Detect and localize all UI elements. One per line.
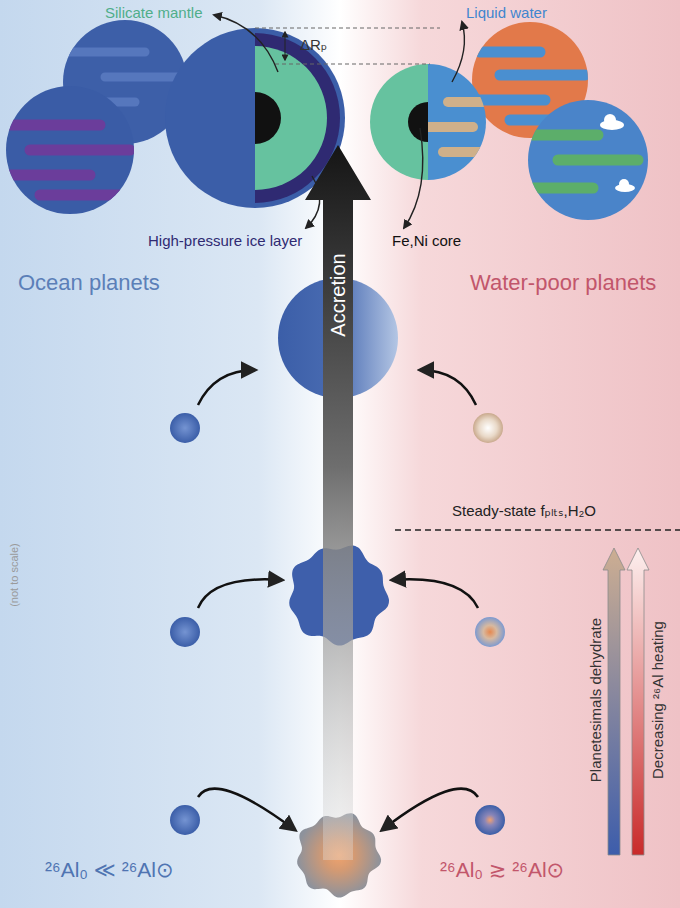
note: Steady-state fₚₗₜₛ,H₂O — [452, 502, 596, 519]
accretion-arrow — [392, 579, 478, 608]
dimension: ΔRₚ — [300, 36, 327, 53]
planetesimal — [170, 413, 200, 443]
condition-label: ²⁶Al₀ ≳ ²⁶Al⊙ — [440, 858, 564, 882]
accretion-arrow — [198, 579, 282, 608]
leader-line — [404, 128, 423, 228]
accretion-arrow — [198, 789, 295, 830]
radius-difference — [255, 28, 440, 64]
planet — [0, 86, 134, 214]
trend-arrow — [603, 548, 625, 855]
trend-label: Planetesimals dehydrate — [587, 618, 604, 782]
part-label: Fe,Ni core — [392, 232, 461, 249]
region-title: Water-poor planets — [470, 270, 656, 295]
cloud — [600, 114, 635, 192]
trend-arrow — [627, 548, 649, 855]
part-label: High-pressure ice layer — [148, 232, 302, 249]
planetesimal — [170, 617, 200, 647]
part-label: Silicate mantle — [105, 4, 203, 21]
planetesimal — [475, 805, 505, 835]
accretion-arrow — [382, 789, 478, 830]
steady-state-line — [395, 529, 680, 531]
trend-label: Decreasing ²⁶Al heating — [649, 621, 666, 779]
leader-line — [452, 22, 464, 82]
condition-label: ²⁶Al₀ ≪ ²⁶Al⊙ — [45, 858, 174, 882]
part-label: Liquid water — [466, 4, 547, 21]
region-band: Ocean planets ²⁶Al₀ ≪ ²⁶Al⊙ — [0, 0, 340, 908]
note: (not to scale) — [8, 543, 21, 607]
water-poor-planet-cutaway — [370, 64, 488, 180]
region-band: Water-poor planets ²⁶Al₀ ≳ ²⁶Al⊙ — [340, 0, 680, 908]
leader-line — [214, 15, 278, 72]
planetesimal — [473, 413, 503, 443]
accretion-arrow-box: Accretion — [305, 145, 371, 860]
region-title: Ocean planets — [18, 270, 160, 295]
accretion-arrow — [198, 370, 255, 405]
planetesimal — [475, 617, 505, 647]
planet — [528, 100, 648, 220]
accretion-arrow-shape — [305, 145, 371, 860]
arrow-label: Accretion — [327, 253, 350, 336]
accretion-arrow — [420, 370, 476, 405]
planetesimal — [170, 805, 200, 835]
